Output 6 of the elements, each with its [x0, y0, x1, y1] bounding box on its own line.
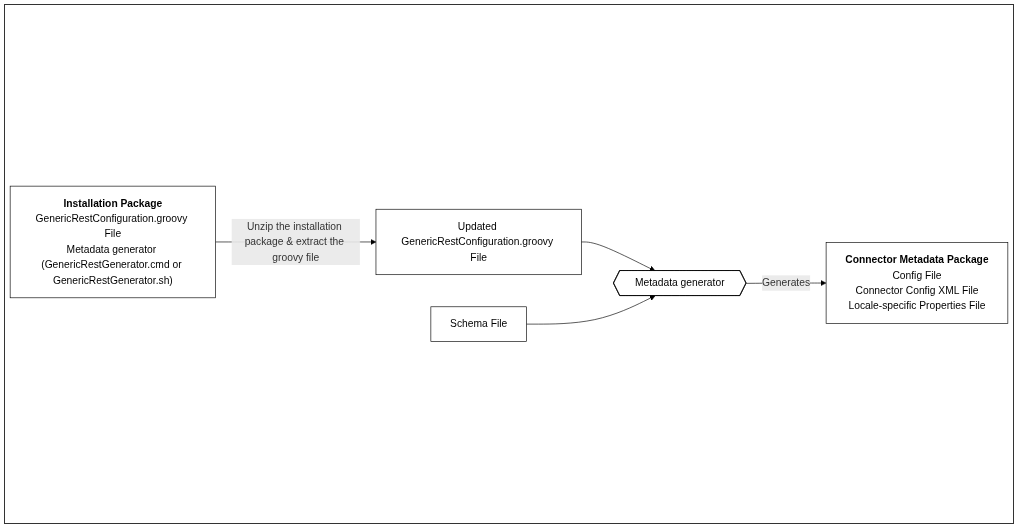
- edge-label: Generates: [762, 277, 811, 289]
- node-box: Connector Metadata Package Config File Connector Config XML File Locale-specific Properties File: [825, 242, 1009, 324]
- node-box: Installation Package GenericRestConfiguration.groovy File Metadata generator (GenericRestGenerator.cmd or GenericRestGenerator.sh): [9, 186, 216, 299]
- edge-label: Unzip the installation package & extract the groovy file: [244, 220, 344, 263]
- node-box: Schema File: [430, 306, 527, 342]
- node-box: Updated GenericRestConfiguration.groovy File: [375, 209, 582, 276]
